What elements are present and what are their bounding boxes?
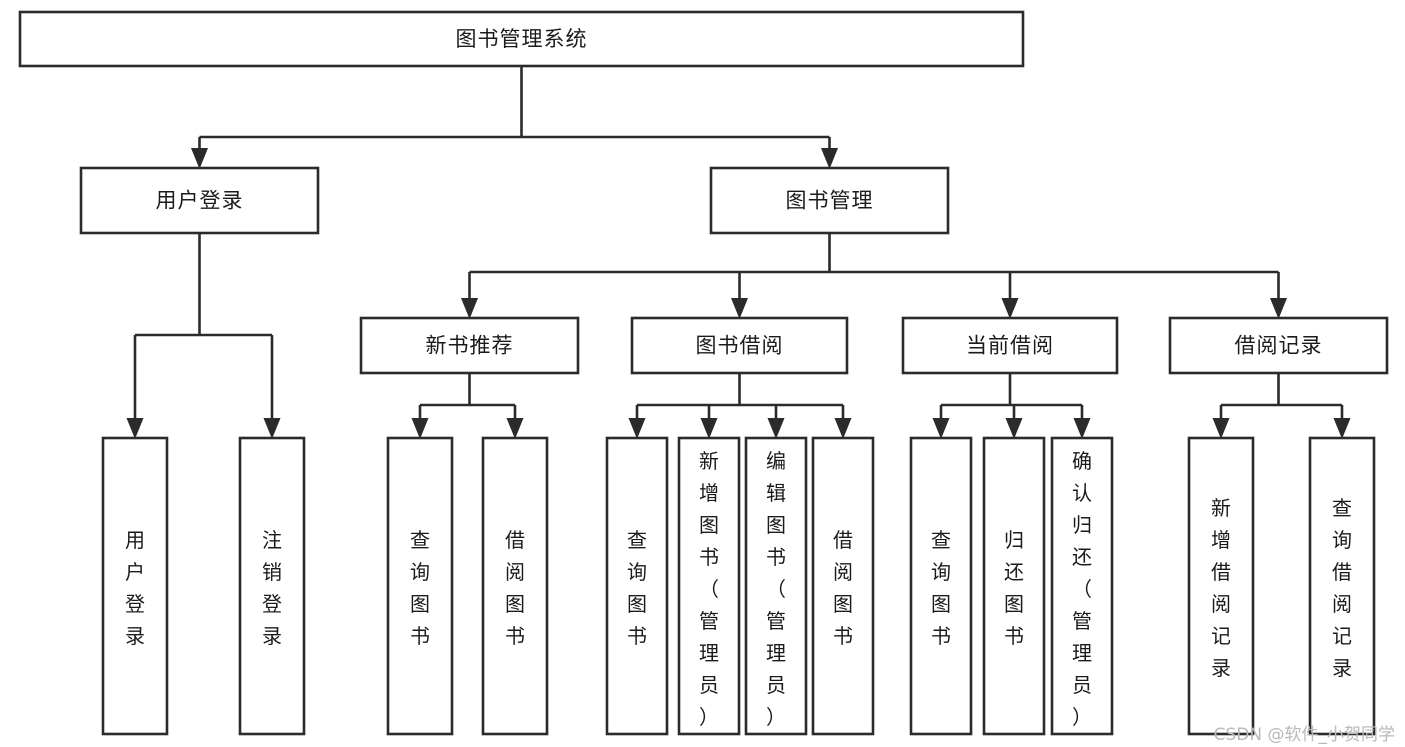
- arrow-head-icon: [1005, 418, 1023, 439]
- node-current-borrow[interactable]: 当前借阅: [901, 316, 1119, 375]
- node-box: [901, 316, 1119, 375]
- node-label: 借阅图书: [833, 528, 853, 648]
- node-label: 归还图书: [1004, 528, 1024, 648]
- node-label: 新增图书（管理员）: [699, 449, 719, 729]
- node-label: 用户登录: [156, 189, 244, 213]
- node-label: 图书管理系统: [456, 27, 588, 51]
- node-label: 新增借阅记录: [1211, 496, 1231, 680]
- arrow-head-icon: [1333, 418, 1351, 439]
- node-box: [744, 436, 808, 736]
- arrow-head-icon: [1073, 418, 1091, 439]
- node-label: 新书推荐: [426, 334, 514, 358]
- node-label: 查询图书: [627, 528, 647, 648]
- node-label: 确认归还（管理员）: [1072, 449, 1092, 729]
- node-label: 查询借阅记录: [1332, 496, 1352, 680]
- arrow-head-icon: [821, 148, 838, 169]
- edges-layer: [126, 66, 1351, 439]
- node-book-manage[interactable]: 图书管理: [709, 166, 950, 235]
- node-box: [359, 316, 580, 375]
- node-leaf-borrow-book-1[interactable]: 借阅图书: [481, 436, 549, 736]
- arrow-head-icon: [263, 418, 281, 439]
- arrow-head-icon: [834, 418, 852, 439]
- node-label: 查询图书: [931, 528, 951, 648]
- node-leaf-user-login[interactable]: 用户登录: [101, 436, 169, 736]
- node-box: [101, 436, 169, 736]
- node-leaf-query-book-3[interactable]: 查询图书: [909, 436, 973, 736]
- node-leaf-add-book-admin[interactable]: 新增图书（管理员）: [677, 436, 741, 736]
- arrow-head-icon: [506, 418, 524, 439]
- arrow-head-icon: [461, 298, 478, 319]
- node-box: [481, 436, 549, 736]
- node-label: 当前借阅: [966, 334, 1054, 358]
- node-leaf-logout[interactable]: 注销登录: [238, 436, 306, 736]
- node-box: [79, 166, 320, 235]
- node-label: 借阅图书: [505, 528, 525, 648]
- node-label: 图书管理: [786, 189, 874, 213]
- arrow-head-icon: [1270, 298, 1287, 319]
- node-box: [1308, 436, 1376, 736]
- arrow-head-icon: [411, 418, 429, 439]
- node-label: 借阅记录: [1235, 334, 1323, 358]
- node-leaf-edit-book-admin[interactable]: 编辑图书（管理员）: [744, 436, 808, 736]
- node-box: [630, 316, 849, 375]
- node-book-borrow[interactable]: 图书借阅: [630, 316, 849, 375]
- edge-group-new-book-recommend: [411, 373, 524, 439]
- node-box: [1168, 316, 1389, 375]
- node-box: [677, 436, 741, 736]
- node-leaf-query-book-1[interactable]: 查询图书: [386, 436, 454, 736]
- node-leaf-confirm-return-admin[interactable]: 确认归还（管理员）: [1050, 436, 1114, 736]
- node-new-book-recommend[interactable]: 新书推荐: [359, 316, 580, 375]
- node-box: [386, 436, 454, 736]
- node-label: 注销登录: [262, 528, 282, 648]
- arrow-head-icon: [767, 418, 785, 439]
- node-label: 图书借阅: [696, 334, 784, 358]
- edge-group-current-borrow: [932, 373, 1091, 439]
- node-box: [811, 436, 875, 736]
- node-label: 用户登录: [125, 528, 145, 648]
- node-box: [605, 436, 669, 736]
- node-box: [709, 166, 950, 235]
- arrow-head-icon: [126, 418, 144, 439]
- node-box: [982, 436, 1046, 736]
- node-box: [238, 436, 306, 736]
- arrow-head-icon: [700, 418, 718, 439]
- node-leaf-return-book[interactable]: 归还图书: [982, 436, 1046, 736]
- node-box: [1187, 436, 1255, 736]
- node-leaf-query-borrow-record[interactable]: 查询借阅记录: [1308, 436, 1376, 736]
- node-root[interactable]: 图书管理系统: [18, 10, 1025, 68]
- node-box: [909, 436, 973, 736]
- node-user-login[interactable]: 用户登录: [79, 166, 320, 235]
- arrow-head-icon: [1001, 298, 1019, 319]
- edge-group-root: [191, 66, 838, 169]
- edge-group-book-borrow: [628, 373, 852, 439]
- node-box: [1050, 436, 1114, 736]
- edge-group-book-manage: [461, 233, 1287, 319]
- arrow-head-icon: [932, 418, 950, 439]
- node-leaf-query-book-2[interactable]: 查询图书: [605, 436, 669, 736]
- node-borrow-record[interactable]: 借阅记录: [1168, 316, 1389, 375]
- node-label: 编辑图书（管理员）: [766, 449, 786, 729]
- nodes-layer: 图书管理系统用户登录图书管理新书推荐图书借阅当前借阅借阅记录用户登录注销登录查询…: [18, 10, 1389, 736]
- node-leaf-add-borrow-record[interactable]: 新增借阅记录: [1187, 436, 1255, 736]
- node-box: [18, 10, 1025, 68]
- node-leaf-borrow-book-2[interactable]: 借阅图书: [811, 436, 875, 736]
- arrow-head-icon: [1212, 418, 1230, 439]
- node-label: 查询图书: [410, 528, 430, 648]
- arrow-head-icon: [191, 148, 208, 169]
- arrow-head-icon: [731, 298, 748, 319]
- edge-group-user-login: [126, 233, 281, 439]
- arrow-head-icon: [628, 418, 646, 439]
- edge-group-borrow-record: [1212, 373, 1351, 439]
